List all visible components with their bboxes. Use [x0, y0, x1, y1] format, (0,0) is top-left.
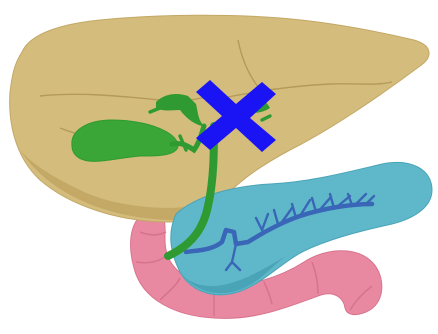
- anatomy-illustration: [0, 0, 438, 334]
- biliary-anatomy-diagram: [0, 0, 438, 334]
